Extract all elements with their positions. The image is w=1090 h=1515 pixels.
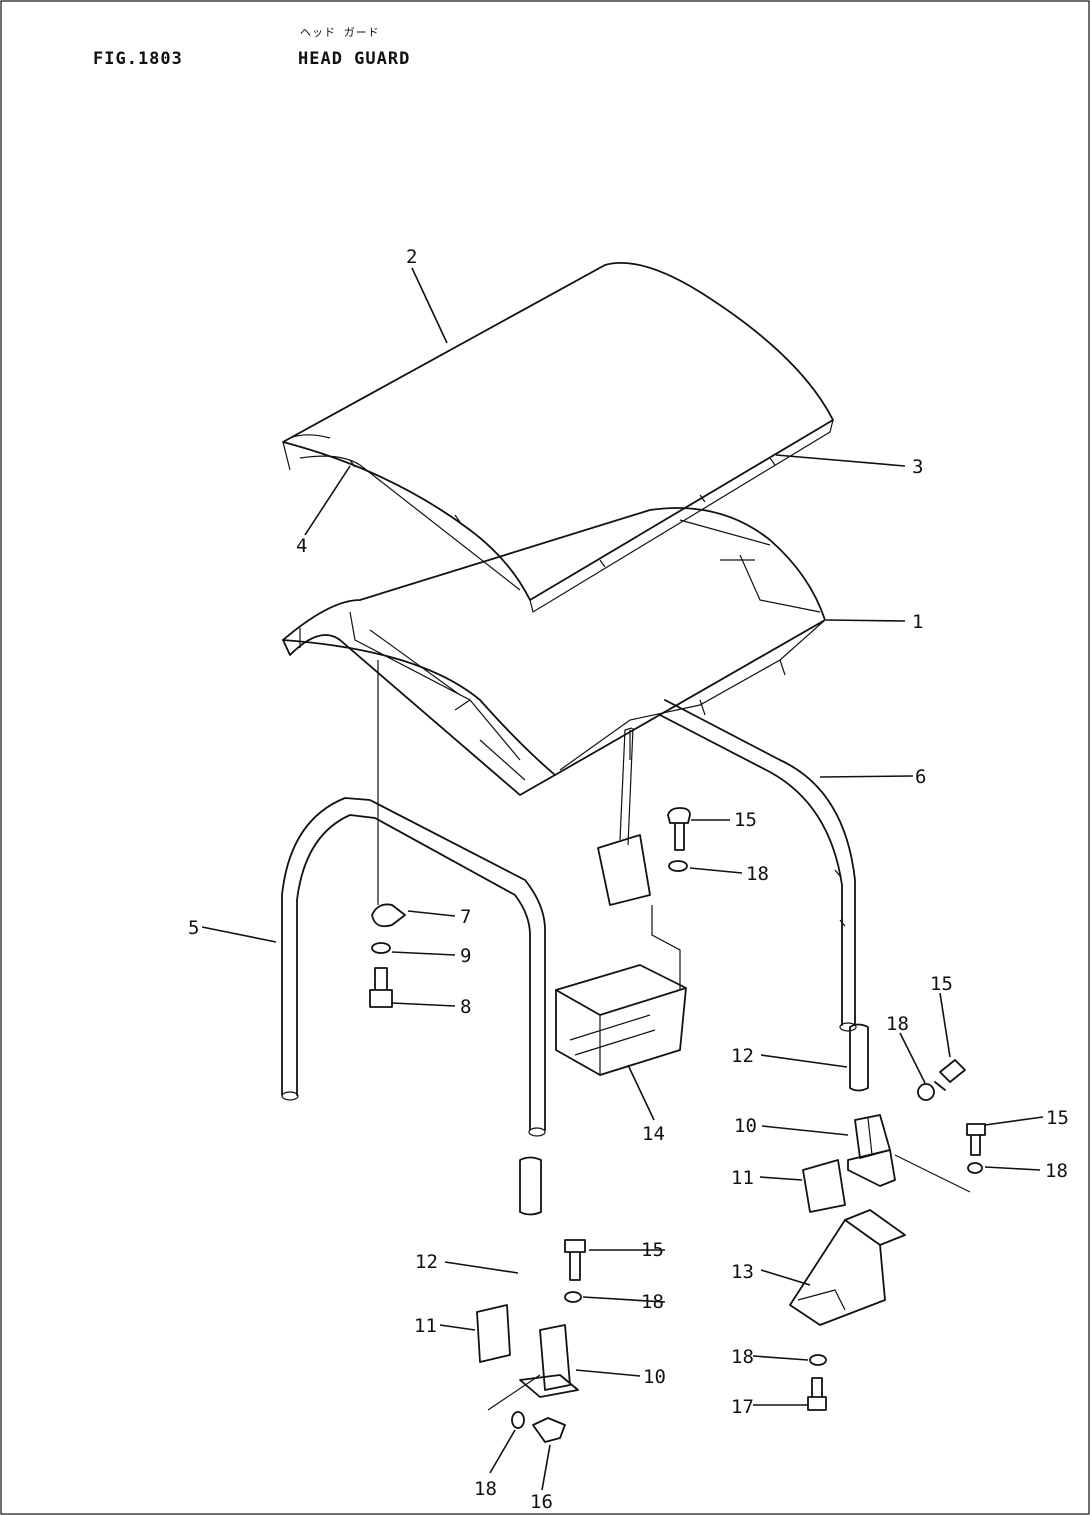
part-15-bolt-upper bbox=[667, 807, 691, 851]
part-12-collar-right bbox=[849, 1023, 869, 1092]
figure-number: FIG.1803 bbox=[93, 49, 183, 69]
callout-16: 16 bbox=[530, 1491, 553, 1513]
part-11-plate-left bbox=[476, 1304, 511, 1363]
part-12-collar-left bbox=[519, 1156, 542, 1216]
part-5-left-tube bbox=[281, 797, 546, 1137]
part-10-bracket-right bbox=[847, 1114, 971, 1193]
part-11-plate-right bbox=[802, 1159, 846, 1213]
leader-lines bbox=[201, 267, 1044, 1491]
callout-15-right-b: 15 bbox=[1046, 1107, 1069, 1129]
callout-1: 1 bbox=[912, 611, 923, 633]
part-17-bolt-right bbox=[807, 1377, 827, 1411]
callout-12-right: 12 bbox=[731, 1045, 754, 1067]
callout-8: 8 bbox=[460, 996, 471, 1018]
part-9-washer bbox=[371, 942, 391, 954]
callout-5: 5 bbox=[188, 917, 199, 939]
callout-15-upper: 15 bbox=[734, 809, 757, 831]
part-15-bolt-left bbox=[564, 1239, 586, 1281]
callout-18-left-b: 18 bbox=[474, 1478, 497, 1500]
title-english: HEAD GUARD bbox=[298, 49, 411, 69]
callout-13: 13 bbox=[731, 1261, 754, 1283]
part-14-bracket-box bbox=[555, 727, 687, 1076]
part-18-washer-right-a bbox=[917, 1083, 935, 1101]
callout-18-right-c: 18 bbox=[731, 1346, 754, 1368]
callout-18-right-a: 18 bbox=[886, 1013, 909, 1035]
part-10-bracket-left bbox=[487, 1324, 579, 1411]
callout-4: 4 bbox=[296, 535, 307, 557]
callout-2: 2 bbox=[406, 246, 417, 268]
callout-14: 14 bbox=[642, 1123, 665, 1145]
part-16-bolt-left bbox=[532, 1417, 566, 1443]
callout-15-right-a: 15 bbox=[930, 973, 953, 995]
callout-6: 6 bbox=[915, 766, 926, 788]
part-15-bolt-right-a bbox=[934, 1059, 966, 1091]
callout-10-left: 10 bbox=[643, 1366, 666, 1388]
callout-9: 9 bbox=[460, 945, 471, 967]
callout-labels: 2 3 4 1 6 5 7 9 8 15 18 15 18 12 10 15 1… bbox=[188, 246, 1069, 1513]
part-18-washer-left-b bbox=[511, 1411, 525, 1429]
part-18-washer-right-b bbox=[967, 1162, 983, 1174]
callout-10-right: 10 bbox=[734, 1115, 757, 1137]
part-18-washer-right-c bbox=[809, 1354, 827, 1366]
part-7-clamp bbox=[371, 660, 406, 928]
callout-11-left: 11 bbox=[414, 1315, 437, 1337]
part-1-roof-frame bbox=[282, 507, 826, 796]
callout-7: 7 bbox=[460, 906, 471, 928]
callout-17: 17 bbox=[731, 1396, 754, 1418]
callout-18-left-a: 18 bbox=[641, 1291, 664, 1313]
callout-15-left: 15 bbox=[641, 1239, 664, 1261]
callout-18-right-b: 18 bbox=[1045, 1160, 1068, 1182]
part-2-roof-cover bbox=[282, 262, 834, 613]
title-japanese: ヘッド ガード bbox=[300, 26, 380, 39]
part-18-washer-left-a bbox=[564, 1291, 582, 1303]
callout-11-right: 11 bbox=[731, 1167, 754, 1189]
part-6-right-tube bbox=[659, 699, 857, 1032]
part-13-bracket-right bbox=[789, 1209, 906, 1326]
part-18-washer-upper bbox=[668, 860, 688, 872]
callout-3: 3 bbox=[912, 456, 923, 478]
part-15-bolt-right-b bbox=[966, 1123, 986, 1156]
callout-12-left: 12 bbox=[415, 1251, 438, 1273]
part-8-bolt bbox=[369, 967, 393, 1008]
callout-18-upper: 18 bbox=[746, 863, 769, 885]
